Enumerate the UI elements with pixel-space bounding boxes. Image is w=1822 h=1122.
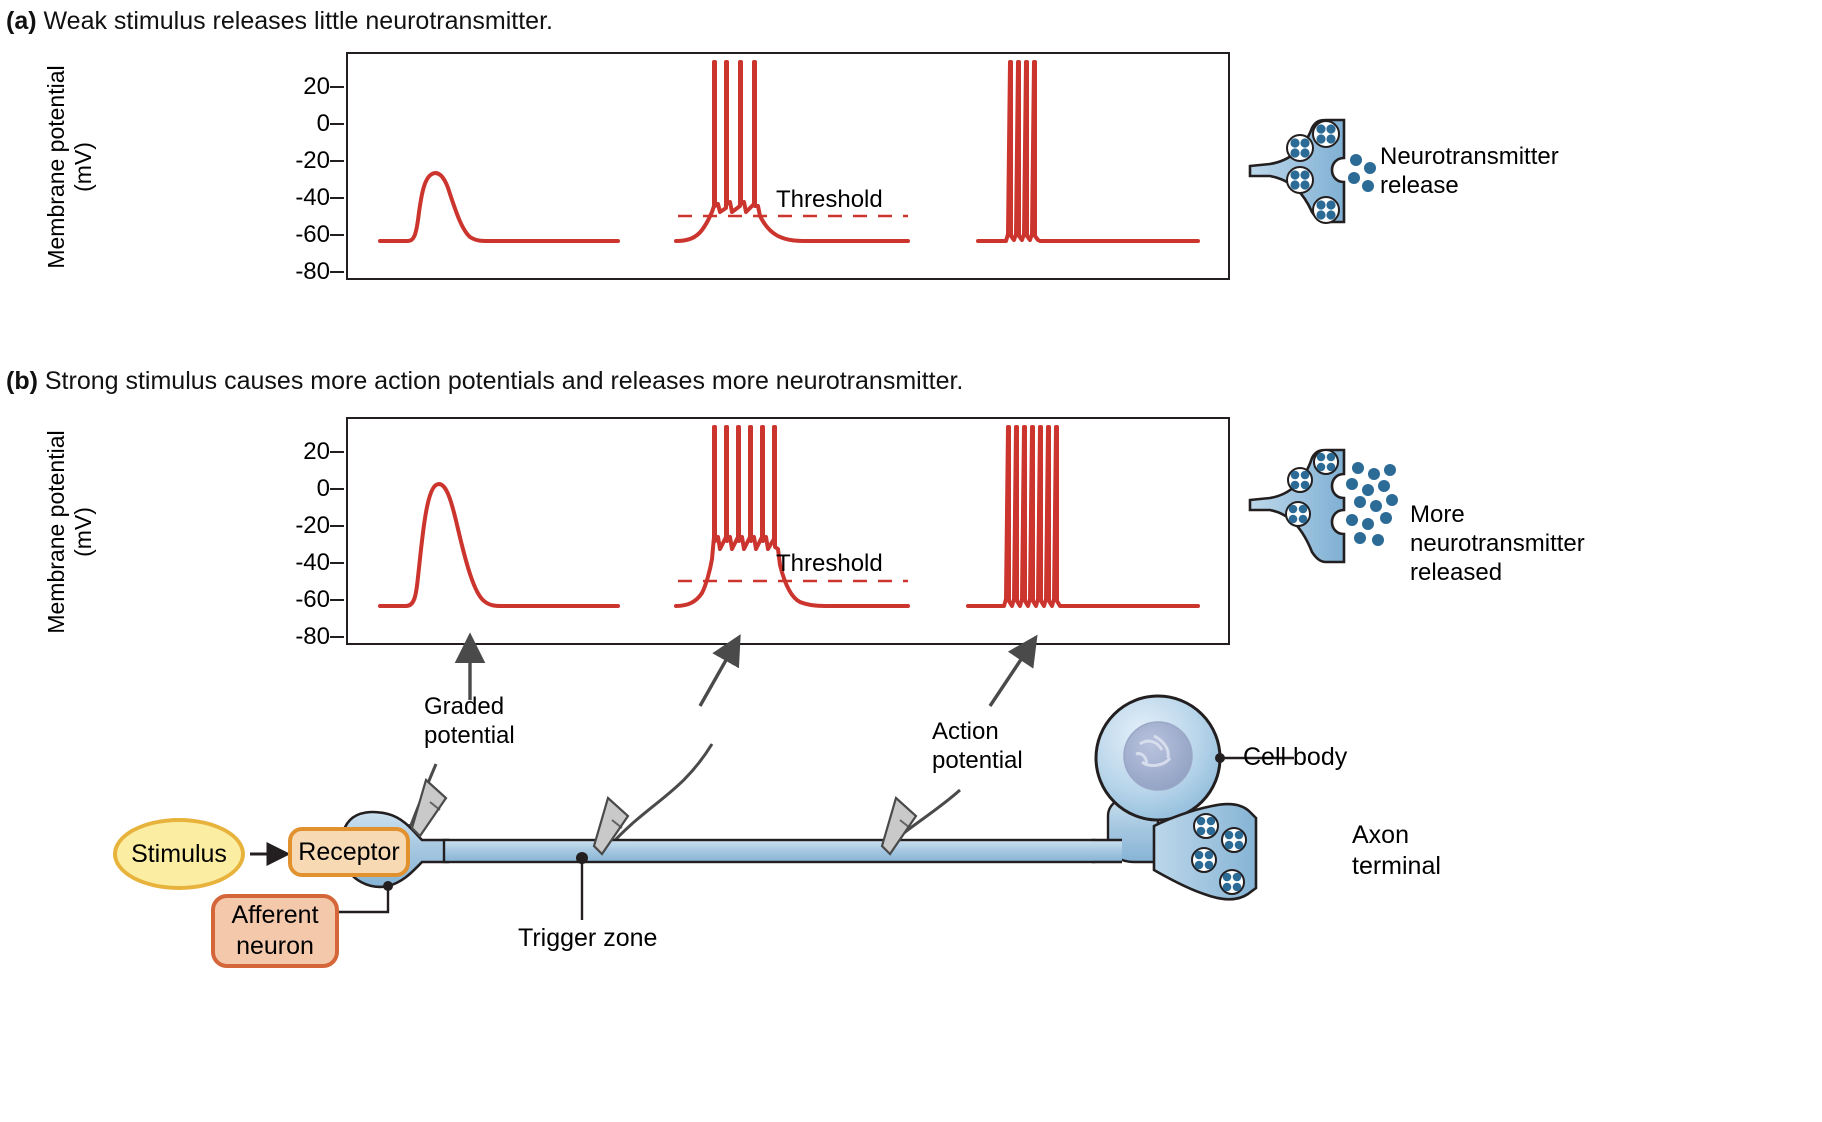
- cell-body-label: Cell body: [1243, 743, 1348, 771]
- y-axis-title-line1: Membrane potential: [43, 65, 69, 269]
- action-potential-arrow: [988, 634, 1038, 707]
- panel-a-ytick-0: 0: [316, 110, 330, 137]
- panel-b-trace: [378, 425, 1200, 608]
- recording-electrodes: [410, 778, 918, 856]
- panel-a-tag: (a): [6, 7, 37, 35]
- y-axis-title-line1-b: Membrane potential: [43, 430, 69, 634]
- panel-a-graded-potential: [378, 171, 620, 243]
- trigger-zone-arrow: [698, 634, 741, 707]
- afferent-neuron-node[interactable]: Afferent neuron: [211, 894, 339, 968]
- stimulus-to-receptor-arrow: [250, 842, 291, 866]
- panel-b-ytick-0: 0: [316, 475, 330, 502]
- terminal-vesicles: [1191, 813, 1247, 895]
- neurotransmitter-dots-b: [1346, 462, 1398, 546]
- stimulus-node[interactable]: Stimulus: [113, 818, 245, 890]
- panel-a-ytick-minus60: -60: [295, 221, 330, 248]
- panel-a-terminal-label-line2: release: [1380, 172, 1459, 199]
- panel-b-callout-arrows: [454, 632, 1038, 707]
- electrode-trigger: [592, 796, 630, 856]
- nucleus: [1123, 721, 1193, 791]
- afferent-line1: Afferent: [231, 901, 319, 929]
- afferent-neuron-leader: [318, 886, 390, 914]
- panel-b-terminal-label-line1: More: [1410, 501, 1465, 528]
- panel-b-ytick-20: 20: [303, 438, 330, 465]
- panel-b-axon-terminal: [1248, 448, 1398, 564]
- panel-b-caption: (b) Strong stimulus causes more action p…: [6, 366, 963, 396]
- axon-terminal-line2: terminal: [1352, 852, 1441, 880]
- y-axis-title-unit: (mV): [70, 142, 96, 192]
- axon-terminal-label: Axon terminal: [1352, 820, 1441, 882]
- panel-a-ytick-minus40: -40: [295, 184, 330, 211]
- graded-potential-line2: potential: [424, 722, 515, 749]
- panel-b-tick-marks: [330, 451, 344, 638]
- nucleus-texture: [1135, 734, 1172, 767]
- panel-b-ytick-minus20: -20: [295, 512, 330, 539]
- afferent-neuron-dot: [383, 881, 393, 891]
- panel-a-trace: [378, 60, 1200, 243]
- panel-a-axon-terminal: [1248, 118, 1376, 224]
- y-axis-title-unit-b: (mV): [70, 507, 96, 557]
- panel-b-ytick-minus80: -80: [295, 623, 330, 650]
- neurotransmitter-dots-a: [1348, 154, 1376, 192]
- electrode-graded: [410, 778, 448, 838]
- vesicle-group-b: [1285, 449, 1339, 527]
- panel-a-threshold-label: Threshold: [776, 186, 883, 213]
- panel-b-terminal-label: More neurotransmitter released: [1410, 500, 1585, 587]
- panel-a-caption-text: Weak stimulus releases little neurotrans…: [43, 7, 553, 35]
- panel-b-tag: (b): [6, 367, 38, 395]
- action-potential-line2: potential: [932, 747, 1023, 774]
- axon-terminal-line1: Axon: [1352, 821, 1409, 849]
- panel-a-caption: (a) Weak stimulus releases little neurot…: [6, 6, 553, 36]
- panel-a-ytick-20: 20: [303, 73, 330, 100]
- graded-potential-label: Graded potential: [424, 692, 515, 750]
- afferent-neuron-label: Afferent neuron: [231, 900, 318, 962]
- panel-a-terminal-label: Neurotransmitter release: [1380, 142, 1559, 200]
- receptor-label: Receptor: [298, 837, 400, 866]
- cell-body-dot: [1215, 753, 1225, 763]
- graded-potential-line1: Graded: [424, 693, 505, 720]
- vesicle-group-a: [1286, 120, 1340, 224]
- panel-b-y-axis-title: Membrane potential (mV): [43, 407, 97, 657]
- trigger-zone-label: Trigger zone: [518, 924, 658, 952]
- receptor-node[interactable]: Receptor: [288, 827, 410, 877]
- panel-a-tick-marks: [330, 86, 344, 273]
- panel-b-trigger-zone-spikes: [674, 425, 910, 608]
- action-potential-line1: Action: [932, 718, 999, 745]
- panel-b-terminal-label-line2: neurotransmitter: [1410, 530, 1585, 557]
- panel-a-axon-spikes: [976, 60, 1200, 243]
- panel-b-threshold-label: Threshold: [776, 550, 883, 577]
- panel-a-ytick-minus20: -20: [295, 147, 330, 174]
- panel-a-trigger-zone-spikes: [674, 60, 910, 243]
- panel-b-graded-potential: [378, 482, 620, 608]
- panel-a-terminal-label-line1: Neurotransmitter: [1380, 143, 1559, 170]
- panel-b-axon-spikes: [966, 425, 1200, 608]
- panel-b-caption-text: Strong stimulus causes more action poten…: [44, 367, 964, 395]
- panel-a-ytick-minus80: -80: [295, 258, 330, 285]
- panel-a-y-axis-title: Membrane potential (mV): [43, 42, 97, 292]
- action-potential-label: Action potential: [932, 717, 1023, 775]
- trigger-leader-line: [604, 743, 714, 851]
- panel-b-terminal-label-line3: released: [1410, 559, 1503, 586]
- panel-b-ytick-minus60: -60: [295, 586, 330, 613]
- panel-b-ytick-minus40: -40: [295, 549, 330, 576]
- afferent-line2: neuron: [236, 932, 314, 960]
- stimulus-label: Stimulus: [131, 839, 227, 868]
- electrode-action: [880, 796, 918, 856]
